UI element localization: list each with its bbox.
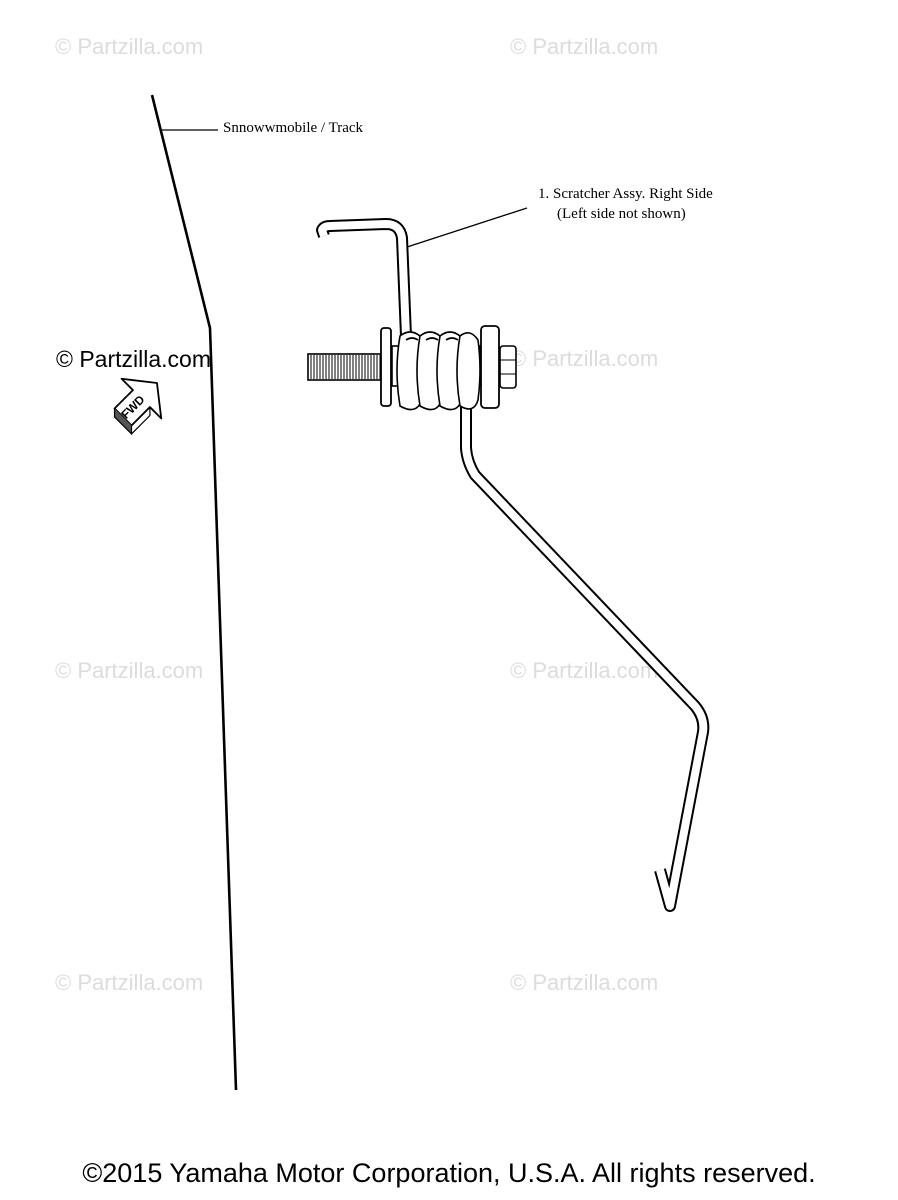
- washer-left: [380, 327, 392, 407]
- washer-right: [480, 325, 500, 409]
- watermark-bottom-left: © Partzilla.com: [55, 970, 204, 995]
- copyright-notice: ©2015 Yamaha Motor Corporation, U.S.A. A…: [82, 1158, 816, 1188]
- spring-coil: [396, 331, 481, 411]
- part-1-leader-line: [403, 207, 528, 249]
- track-edge-line: [150, 94, 238, 1091]
- scratcher-lower-arm: [460, 404, 710, 912]
- part-1-label: 1. Scratcher Assy. Right Side: [538, 186, 713, 202]
- bolt-thread: [307, 353, 385, 381]
- watermark-dark: © Partzilla.com: [56, 346, 211, 372]
- watermark-lower-left: © Partzilla.com: [55, 658, 204, 683]
- watermark-top-right: © Partzilla.com: [510, 34, 659, 59]
- fwd-arrow-icon: FWD: [113, 377, 163, 436]
- scratcher-upper-arm: [316, 218, 412, 337]
- watermark-lower-right: © Partzilla.com: [510, 658, 659, 683]
- part-1-note: (Left side not shown): [557, 206, 686, 222]
- watermark-bottom-right: © Partzilla.com: [510, 970, 659, 995]
- nut: [499, 345, 517, 389]
- watermark-mid-right: © Partzilla.com: [510, 346, 659, 371]
- watermark-top-left: © Partzilla.com: [55, 34, 204, 59]
- track-label: Snnowwmobile / Track: [223, 120, 364, 136]
